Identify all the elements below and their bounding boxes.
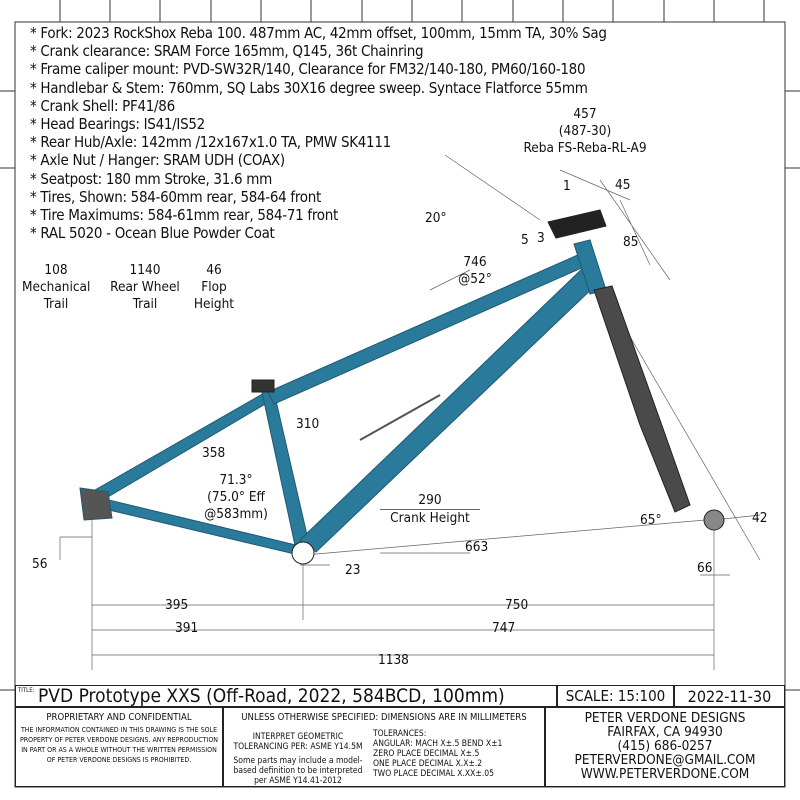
tolerance-angular: ANGULAR: MACH X±.5 BEND X±1 (373, 739, 503, 749)
dim-wheelbase: 1138 (378, 652, 409, 668)
seatpost-clamp (251, 379, 275, 393)
dim-axle-offset: 66 (697, 560, 713, 576)
dim-bb-drop: 23 (345, 562, 361, 578)
label: Mechanical Trail (22, 279, 91, 312)
tolerances: TOLERANCES: ANGULAR: MACH X±.5 BEND X±1 … (373, 729, 502, 779)
scale-cell: SCALE: 15:100 (557, 685, 674, 707)
dim-stack-a: 5 (521, 232, 529, 248)
interpret-line: INTERPRET GEOMETRIC (252, 732, 344, 742)
tolerance-two: TWO PLACE DECIMAL X.XX±.05 (373, 769, 494, 779)
value: 457 (573, 106, 597, 122)
label: Crank Height (380, 509, 480, 527)
note: * Tire Maximums: 584-61mm rear, 584-71 f… (30, 206, 338, 225)
build-notes: * Fork: 2023 RockShox Reba 100. 487mm AC… (30, 24, 607, 242)
interpret-line: TOLERANCING PER: ASME Y14.5M (233, 742, 363, 752)
note: * RAL 5020 - Ocean Blue Powder Coat (30, 224, 275, 243)
company-name: PETER VERDONE DESIGNS (584, 710, 746, 726)
label: Rear Wheel Trail (110, 279, 180, 312)
tolerance-zero: ZERO PLACE DECIMAL X±.5 (373, 749, 480, 759)
proprietary-heading: PROPRIETARY AND CONFIDENTIAL (46, 712, 192, 723)
dim-head-tube: 85 (623, 234, 639, 250)
title-cell: TITLE: PVD Prototype XXS (Off-Road, 2022… (15, 685, 557, 707)
company-email: PETERVERDONE@GMAIL.COM (574, 752, 756, 768)
dim-fork-offset: 42 (752, 510, 768, 526)
rear-dropout (79, 487, 113, 521)
bottom-bracket (291, 541, 315, 565)
spec-heading: UNLESS OTHERWISE SPECIFIED: DIMENSIONS A… (241, 712, 527, 723)
dim-stem-length: 45 (615, 177, 631, 193)
dim-head-angle: 65° (640, 512, 662, 528)
dim-front-center-2: 750 (505, 597, 529, 613)
model-note: Some parts may include a model-based def… (233, 756, 363, 786)
company-block: PETER VERDONE DESIGNS FAIRFAX, CA 94930 … (545, 707, 785, 787)
dim-seat-angle: 71.3° (75.0° Eff @583mm) (196, 472, 276, 523)
note: * Rear Hub/Axle: 142mm /12x167x1.0 TA, P… (30, 133, 391, 152)
note: * Frame caliper mount: PVD-SW32R/140, Cl… (30, 60, 586, 79)
value: 108 (44, 262, 68, 278)
dim-stem-spacer: 1 (563, 178, 571, 194)
value: 1140 (129, 262, 161, 278)
tolerance-one: ONE PLACE DECIMAL X.X±.2 (373, 759, 483, 769)
dim-stack-b: 3 (537, 230, 545, 246)
bike-frame (79, 239, 607, 565)
value: 290 (418, 492, 442, 508)
flop-height: 46 Flop Height (186, 262, 242, 313)
dim-effective-top-tube: 746 @52° (455, 254, 495, 288)
value: 46 (206, 262, 222, 278)
label: Flop Height (193, 279, 235, 312)
value: 71.3° (219, 472, 253, 488)
spec-block: UNLESS OTHERWISE SPECIFIED: DIMENSIONS A… (223, 707, 545, 787)
drawing-title: PVD Prototype XXS (Off-Road, 2022, 584BC… (38, 685, 505, 707)
rear-wheel-trail: 1140 Rear Wheel Trail (100, 262, 190, 313)
value: 746 (463, 254, 487, 270)
title-tag: TITLE: (18, 687, 35, 694)
date-cell: 2022-11-30 (674, 685, 785, 707)
note: * Fork: 2023 RockShox Reba 100. 487mm AC… (30, 24, 607, 42)
dim-chainstay: 391 (175, 620, 199, 636)
effective: (75.0° Eff (207, 489, 265, 505)
dim-stem-angle: 20° (425, 210, 447, 226)
note: * Seatpost: 180 mm Stroke, 31.6 mm (30, 169, 272, 188)
calc: (487-30) (558, 123, 612, 139)
angle: @52° (458, 271, 492, 287)
interpret-note: INTERPRET GEOMETRIC TOLERANCING PER: ASM… (228, 732, 368, 786)
stem (547, 209, 607, 239)
note: * Crank clearance: SRAM Force 165mm, Q14… (30, 42, 424, 61)
front-fork (251, 209, 725, 531)
dim-chainstay-diag: 395 (165, 597, 189, 613)
dim-rear-axle-height: 56 (32, 556, 48, 572)
note: * Crank Shell: PF41/86 (30, 96, 175, 115)
mechanical-trail: 108 Mechanical Trail (22, 262, 90, 313)
company-website: WWW.PETERVERDONE.COM (580, 766, 750, 782)
effective-at: @583mm) (204, 506, 268, 522)
dim-front-center: 747 (492, 620, 516, 636)
tolerances-heading: TOLERANCES: (373, 729, 427, 739)
dim-seat-tube: 310 (296, 416, 320, 432)
company-phone: (415) 686-0257 (617, 738, 713, 754)
company-city: FAIRFAX, CA 94930 (607, 724, 723, 740)
note: * Head Bearings: IS41/IS52 (30, 115, 205, 134)
bottle-cage (359, 394, 441, 441)
model: Reba FS-Reba-RL-A9 (523, 140, 647, 156)
proprietary-text: THE INFORMATION CONTAINED IN THIS DRAWIN… (20, 726, 219, 764)
note: * Handlebar & Stem: 760mm, SQ Labs 30X16… (30, 78, 588, 97)
proprietary-block: PROPRIETARY AND CONFIDENTIAL THE INFORMA… (15, 707, 223, 787)
dim-crank-height: 290 Crank Height (380, 492, 480, 527)
dim-seat-tube-length: 358 (202, 445, 226, 461)
note: * Tires, Shown: 584-60mm rear, 584-64 fr… (30, 187, 321, 206)
note: * Axle Nut / Hanger: SRAM UDH (COAX) (30, 151, 285, 170)
dim-front-center-diag: 663 (465, 539, 489, 555)
fork-length-dim: 457 (487-30) Reba FS-Reba-RL-A9 (520, 106, 650, 157)
